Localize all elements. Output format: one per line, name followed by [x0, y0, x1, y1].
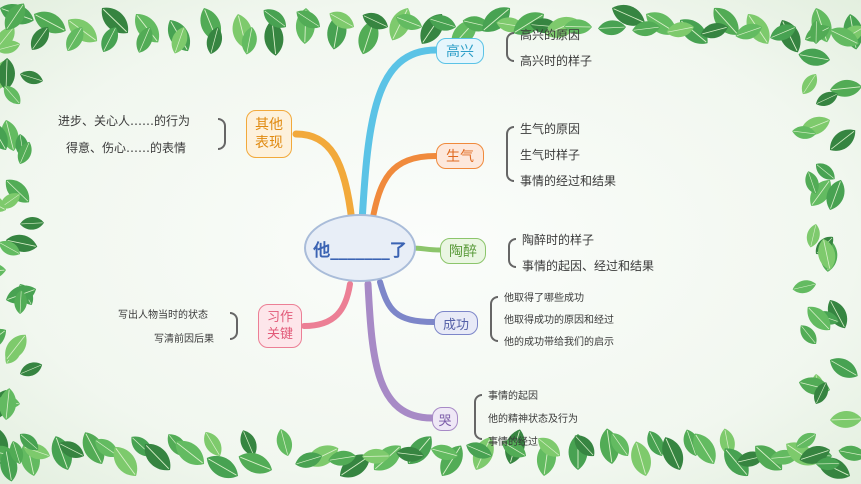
- bracket-taozui: [508, 238, 516, 268]
- leaf-decoration: [0, 122, 8, 150]
- bracket-ku: [474, 394, 482, 440]
- bracket-chenggong: [490, 296, 498, 342]
- leaf-shengqi-2: 事情的经过和结果: [520, 174, 617, 188]
- leaf-qita-0: 进步、关心人……的行为: [58, 114, 191, 128]
- leaf-ku-0: 事情的起因: [488, 391, 538, 402]
- branch-node-shengqi: 生气: [436, 143, 484, 169]
- bracket-shengqi: [506, 126, 514, 182]
- connector-shengqi: [369, 153, 439, 225]
- connector-taozui: [409, 245, 443, 253]
- leaf-taozui-0: 陶醉时的样子: [522, 233, 595, 247]
- connector-qita: [292, 130, 356, 226]
- leaf-gaoxing-0: 高兴的原因: [520, 28, 581, 42]
- connector-chenggong: [377, 279, 437, 325]
- leaf-chenggong-0: 他取得了哪些成功: [504, 293, 584, 304]
- leaf-ku-2: 事情的经过: [488, 437, 538, 448]
- branch-node-taozui: 陶醉: [440, 238, 486, 264]
- branch-node-chenggong: 成功: [434, 311, 478, 335]
- bracket-xizuo: [230, 312, 238, 340]
- leaf-ku-1: 他的精神状态及行为: [488, 414, 578, 425]
- leaf-qita-1: 得意、伤心……的表情: [66, 141, 187, 155]
- branch-node-xizuo: 习作 关键: [258, 304, 302, 348]
- bracket-qita: [218, 118, 226, 150]
- bracket-gaoxing: [506, 32, 514, 62]
- center-text: 他_______了: [313, 240, 407, 261]
- branch-node-qita: 其他 表现: [246, 110, 292, 158]
- connector-ku: [364, 280, 436, 422]
- branch-node-gaoxing: 高兴: [436, 38, 484, 64]
- leaf-chenggong-2: 他的成功带给我们的启示: [504, 337, 614, 348]
- leaf-shengqi-1: 生气时样子: [520, 148, 581, 162]
- leaf-shengqi-0: 生气的原因: [520, 122, 581, 136]
- leaf-xizuo-0: 写出人物当时的状态: [118, 310, 208, 321]
- leaf-chenggong-1: 他取得成功的原因和经过: [504, 315, 614, 326]
- leaf-xizuo-1: 写清前因后果: [154, 334, 214, 345]
- leaf-taozui-1: 事情的起因、经过和结果: [522, 259, 655, 273]
- leaf-gaoxing-1: 高兴时的样子: [520, 54, 593, 68]
- center-node: 他_______了: [304, 214, 416, 282]
- connector-gaoxing: [358, 46, 440, 226]
- connector-xizuo: [301, 281, 353, 329]
- branch-node-ku: 哭: [432, 407, 458, 431]
